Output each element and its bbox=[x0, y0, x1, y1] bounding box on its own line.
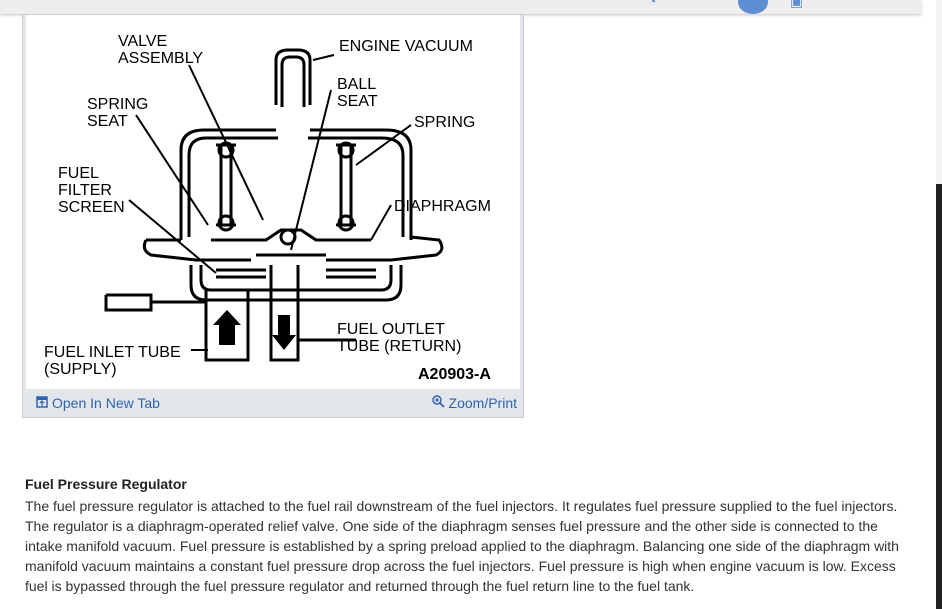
open-in-new-tab-link[interactable]: Open In New Tab bbox=[36, 395, 160, 411]
open-in-new-tab-icon bbox=[36, 395, 48, 411]
label-ball-seat-1: BALL bbox=[337, 76, 376, 93]
label-valve-assembly-2: ASSEMBLY bbox=[118, 50, 203, 67]
zoom-print-link[interactable]: Zoom/Print bbox=[431, 395, 517, 411]
label-fuel-outlet-1: FUEL OUTLET bbox=[337, 321, 445, 338]
label-engine-vacuum: ENGINE VACUUM bbox=[339, 38, 473, 55]
figure-container: VALVE ASSEMBLY ENGINE VACUUM BALL SEAT S… bbox=[22, 14, 524, 418]
label-fuel-filter-3: SCREEN bbox=[58, 199, 125, 216]
label-ball-seat-2: SEAT bbox=[337, 93, 378, 110]
figure-footer: Open In New Tab Zoom/Print bbox=[23, 392, 523, 416]
scrollbar-track[interactable] bbox=[936, 0, 942, 609]
label-fuel-outlet-2: TUBE (RETURN) bbox=[337, 338, 461, 355]
label-fuel-filter-1: FUEL bbox=[58, 165, 99, 182]
article-title: Fuel Pressure Regulator bbox=[25, 476, 187, 492]
label-fuel-inlet-2: (SUPPLY) bbox=[44, 361, 117, 378]
search-icon[interactable]: ◔ bbox=[648, 0, 657, 9]
top-toolbar: ◔ ▣ bbox=[0, 0, 921, 14]
fuel-pressure-regulator-diagram[interactable]: VALVE ASSEMBLY ENGINE VACUUM BALL SEAT S… bbox=[26, 15, 520, 389]
label-fuel-filter-2: FILTER bbox=[58, 182, 112, 199]
label-spring: SPRING bbox=[414, 114, 475, 131]
open-in-new-tab-label: Open In New Tab bbox=[52, 395, 160, 411]
label-valve-assembly-1: VALVE bbox=[118, 33, 167, 50]
user-avatar[interactable] bbox=[738, 0, 768, 14]
scrollbar-thumb[interactable] bbox=[936, 184, 942, 609]
label-spring-seat-2: SEAT bbox=[87, 113, 128, 130]
figure-code: A20903-A bbox=[418, 366, 491, 383]
zoom-in-icon bbox=[431, 395, 445, 411]
label-fuel-inlet-1: FUEL INLET TUBE bbox=[44, 344, 181, 361]
label-spring-seat-1: SPRING bbox=[87, 96, 148, 113]
article-body: The fuel pressure regulator is attached … bbox=[25, 498, 899, 594]
label-diaphragm: DIAPHRAGM bbox=[394, 198, 491, 215]
add-page-icon[interactable]: ▣ bbox=[790, 0, 804, 9]
zoom-print-label: Zoom/Print bbox=[448, 395, 517, 411]
